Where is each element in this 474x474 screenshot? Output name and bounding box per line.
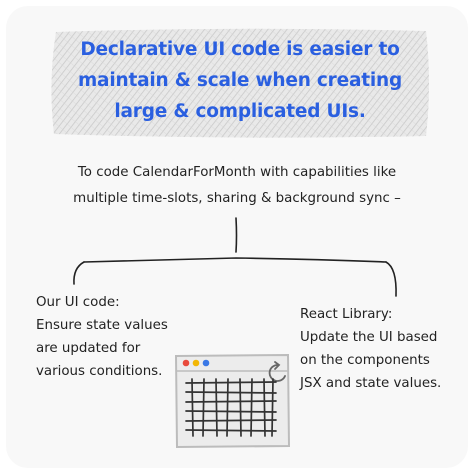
- headline-line-2: maintain & scale when creating: [77, 70, 403, 91]
- left-branch-text: Our UI code: Ensure state values are upd…: [36, 291, 168, 383]
- headline-line-3: large & complicated UIs.: [114, 101, 366, 122]
- window-dot-yellow: [192, 359, 200, 367]
- headline-text: Declarative UI code is easier to maintai…: [48, 34, 432, 127]
- connector-left-hook: [73, 261, 85, 285]
- intro-line-1: To code CalendarForMonth with capabiliti…: [77, 165, 397, 180]
- headline-line-1: Declarative UI code is easier to: [80, 39, 400, 60]
- right-branch-line-4: JSX and state values.: [300, 376, 442, 391]
- right-branch-text: React Library: Update the UI based on th…: [300, 303, 441, 395]
- intro-line-2: multiple time-slots, sharing & backgroun…: [73, 191, 401, 206]
- connector-crossbar: [83, 257, 387, 263]
- banner-hatch-background: [51, 28, 430, 138]
- refresh-arrow-icon: [268, 361, 286, 382]
- right-branch-heading: React Library:: [300, 307, 393, 322]
- left-branch-line-3: are updated for: [36, 341, 141, 356]
- browser-window-icon: [174, 353, 291, 449]
- right-branch-line-3: on the components: [300, 353, 430, 368]
- connector-trunk: [235, 217, 238, 253]
- left-branch-line-2: Ensure state values: [36, 318, 168, 333]
- right-branch-line-2: Update the UI based: [300, 330, 438, 345]
- left-branch-line-4: various conditions.: [36, 364, 163, 379]
- intro-text: To code CalendarForMonth with capabiliti…: [30, 160, 444, 212]
- window-dot-blue: [202, 359, 210, 367]
- connector-right-hook: [385, 261, 397, 297]
- window-dot-red: [182, 359, 190, 367]
- calendar-grid-icon: [185, 378, 277, 437]
- left-branch-heading: Our UI code:: [36, 295, 120, 310]
- headline-banner: Declarative UI code is easier to maintai…: [48, 26, 432, 140]
